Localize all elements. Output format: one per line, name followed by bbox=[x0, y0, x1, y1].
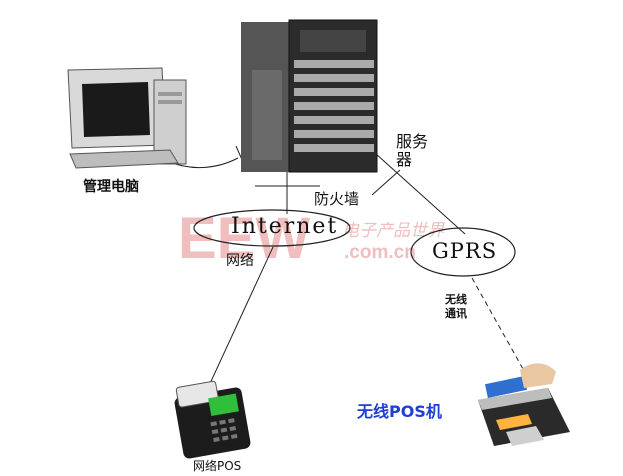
gprs-label: GPRS bbox=[432, 239, 498, 263]
connection-lines bbox=[169, 145, 533, 391]
pos-screen bbox=[208, 393, 239, 417]
wireless-comm-label-line1: 无线 bbox=[445, 293, 467, 306]
network-pos-label: 网络POS bbox=[193, 459, 242, 473]
internet-sublabel: 网络 bbox=[226, 253, 254, 269]
server bbox=[241, 19, 378, 173]
internet-cloud bbox=[193, 209, 351, 247]
watermark-subtitle: 电子产品世界 bbox=[342, 221, 445, 241]
gprs-wireless-link bbox=[471, 277, 533, 386]
wireless-pos-terminal bbox=[478, 363, 570, 446]
hand bbox=[520, 363, 556, 388]
firewall-label: 防火墙 bbox=[314, 190, 360, 208]
payment-card bbox=[484, 375, 528, 399]
keyboard bbox=[69, 149, 179, 169]
server-gprs-link bbox=[374, 152, 466, 235]
gprs-link-cross bbox=[371, 169, 401, 196]
management-pc-label: 管理电脑 bbox=[83, 179, 139, 195]
management-pc bbox=[67, 67, 187, 169]
wireless-comm-label-line2: 通讯 bbox=[445, 307, 467, 320]
wireless-pos-label: 无线POS机 bbox=[357, 402, 442, 421]
internet-label: Internet bbox=[231, 214, 339, 239]
server-label-line2: 器 bbox=[396, 150, 413, 169]
monitor-screen bbox=[82, 82, 150, 137]
gprs-cloud bbox=[410, 227, 516, 277]
watermark-logo: EEW bbox=[178, 206, 310, 271]
network-pos-terminal bbox=[174, 380, 251, 459]
internet-pos-link bbox=[206, 246, 274, 391]
server-label-line1: 服务 bbox=[396, 132, 429, 151]
eew-watermark: EEW 电子产品世界 .com.cn bbox=[178, 206, 445, 271]
watermark-domain: .com.cn bbox=[344, 242, 416, 263]
